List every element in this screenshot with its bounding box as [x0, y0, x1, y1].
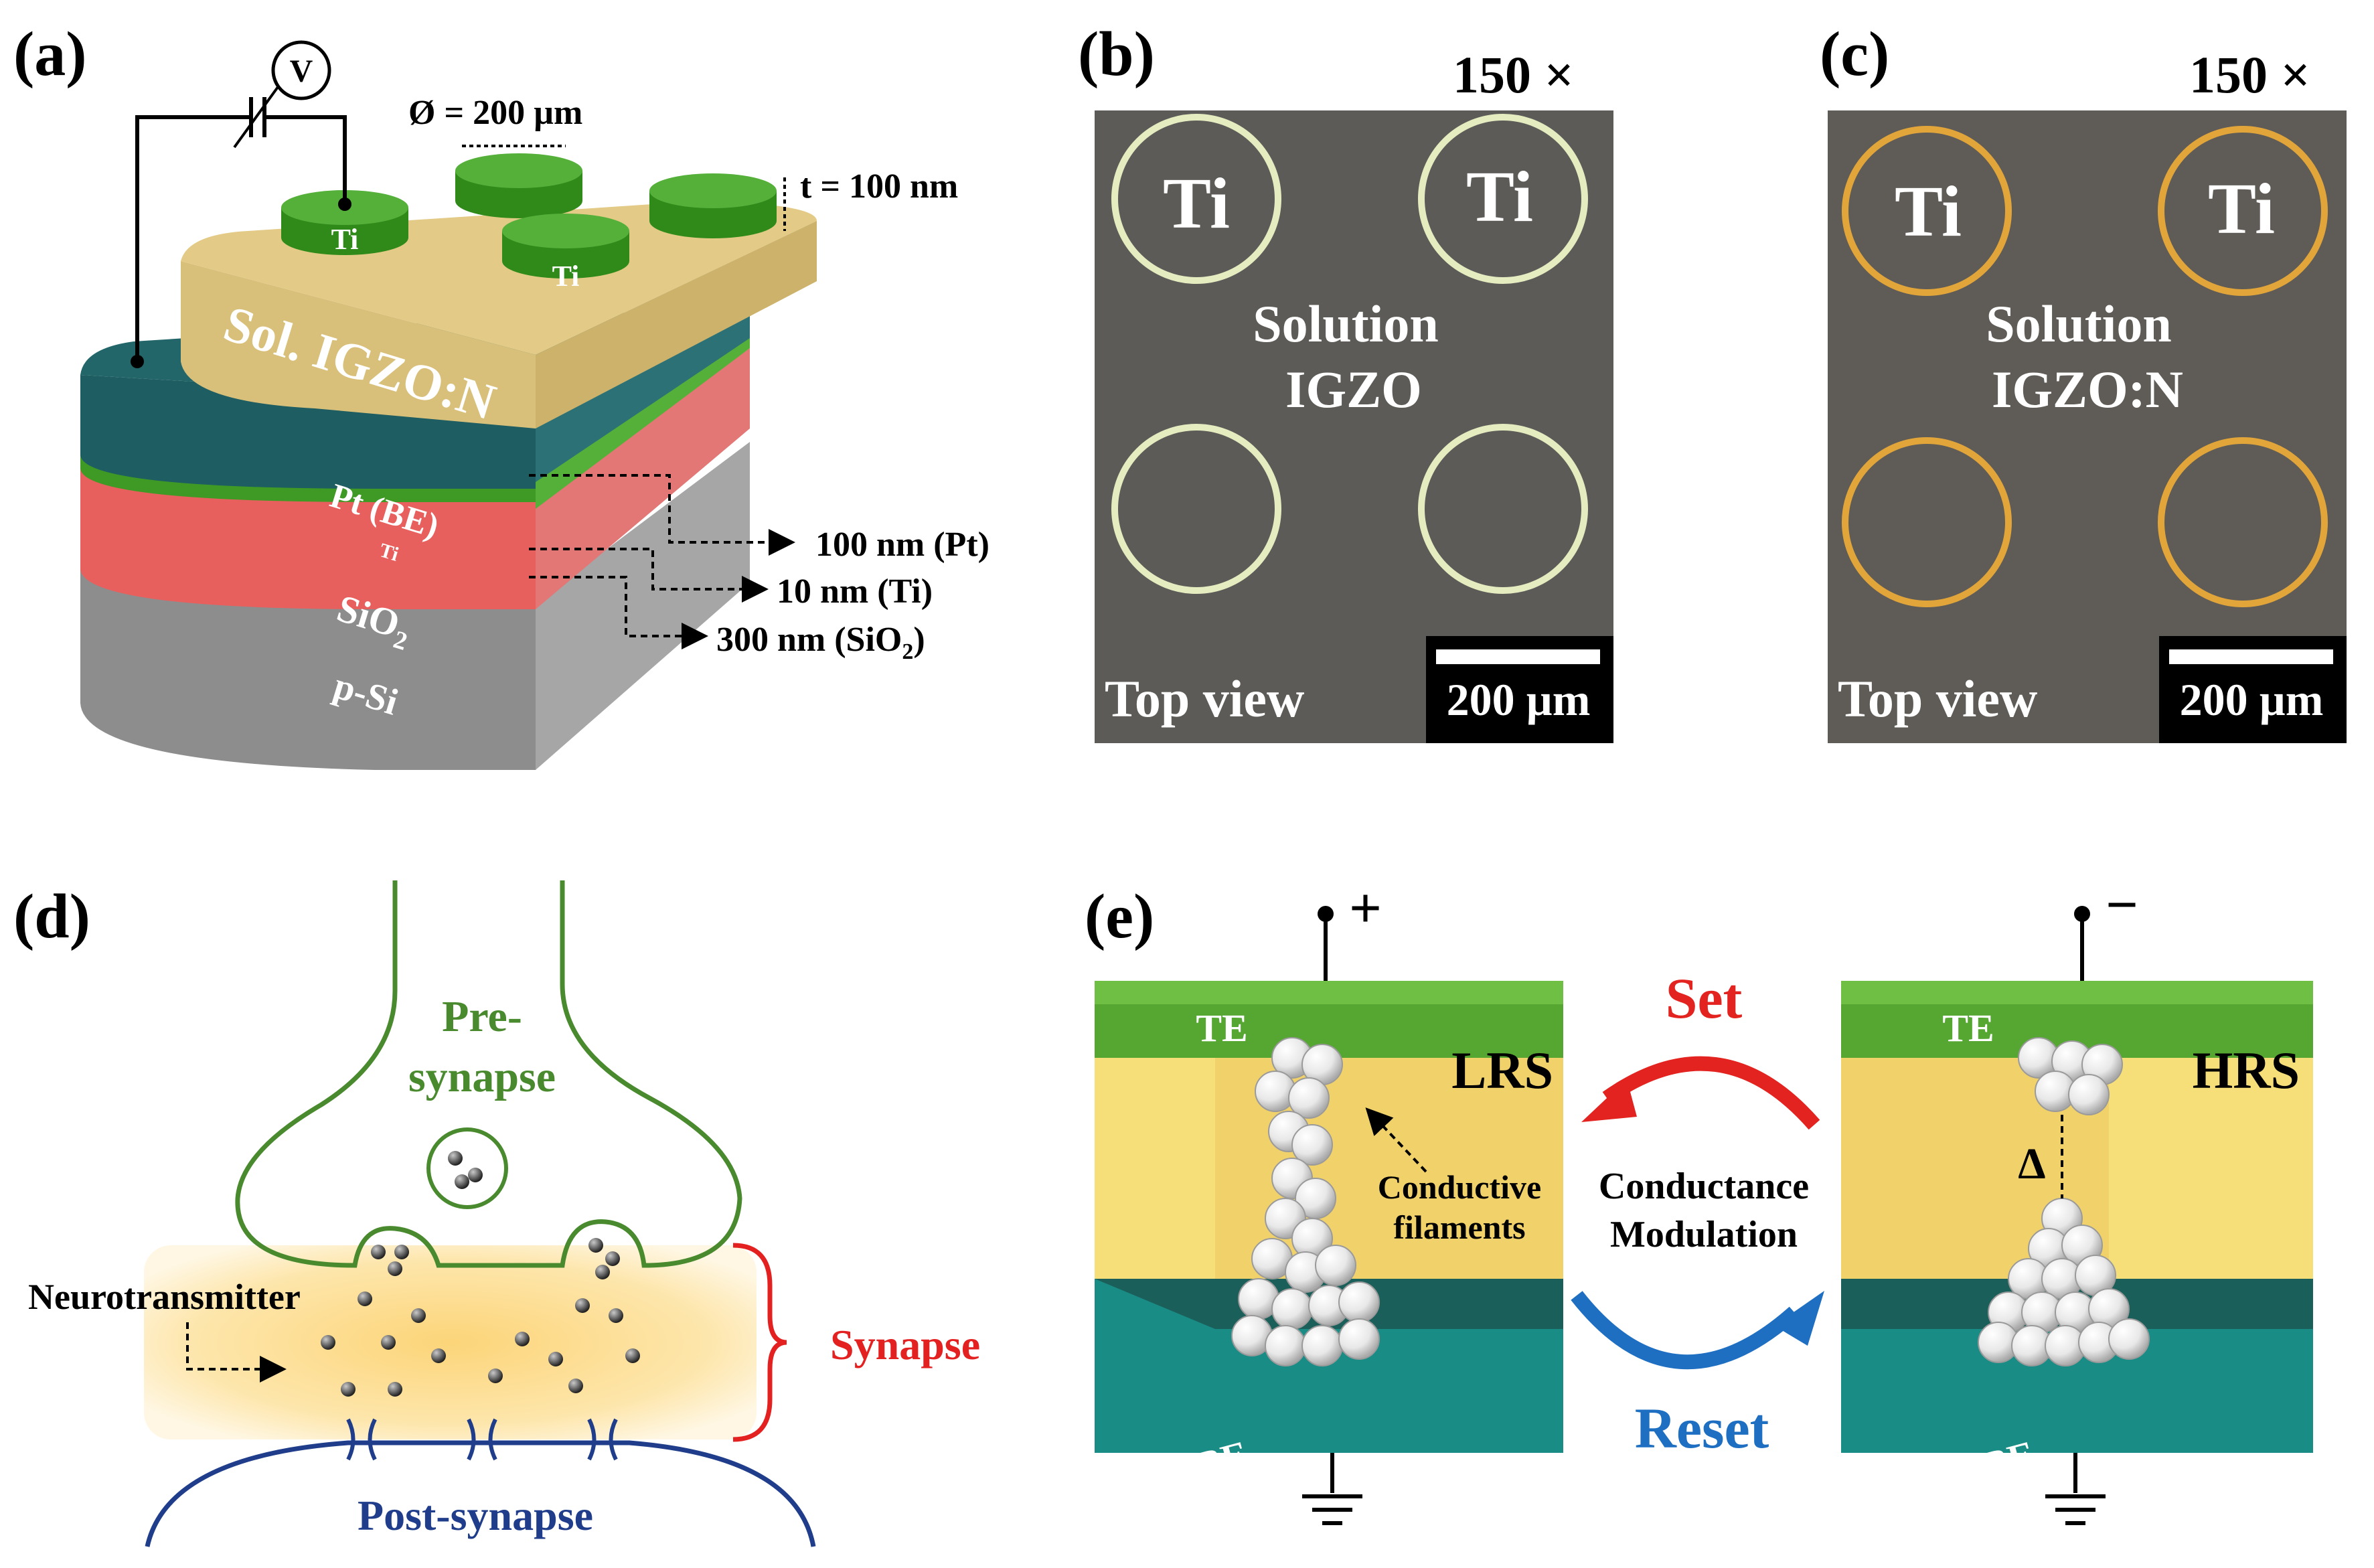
scale-label-c: 200 µm: [2180, 674, 2324, 725]
callout-ti: 10 nm (Ti): [777, 572, 933, 611]
electrode-ring: [2158, 126, 2328, 296]
measurement-circuit: [135, 40, 347, 362]
scalebar-c: [2169, 649, 2333, 664]
ti-label-c2: Ti: [2208, 169, 2275, 249]
lrs-label: LRS: [1451, 1041, 1553, 1099]
presynapse-outline: [235, 880, 742, 1268]
voltmeter-icon: [271, 40, 331, 100]
electrode-ring: [1418, 424, 1588, 594]
magnification-c: 150 ×: [2189, 46, 2310, 104]
material-label-c2: IGZO:N: [1992, 360, 2183, 418]
callout-pt: 100 nm (Pt): [815, 526, 990, 564]
svg-text:Ti: Ti: [331, 223, 359, 256]
thickness-label: t = 100 nm: [800, 167, 958, 206]
svg-text:Ti: Ti: [552, 260, 580, 293]
psi-layer: [80, 562, 536, 770]
gap-label: Δ: [2018, 1140, 2045, 1188]
ti-label-b2: Ti: [1466, 157, 1533, 237]
synaptic-vesicle: [426, 1127, 508, 1209]
plus-sign: +: [1349, 876, 1382, 940]
conductance-label-1: Conductance: [1599, 1166, 1809, 1207]
panel-b-label: (b): [1078, 19, 1155, 89]
panel-e-label: (e): [1085, 882, 1154, 951]
diameter-label: Ø = 200 µm: [408, 94, 582, 132]
ti-label-c1: Ti: [1895, 172, 1962, 252]
voltmeter-label: V: [290, 54, 313, 89]
electrode-ring: [2158, 437, 2328, 607]
thickness-callouts: [529, 474, 795, 649]
te-label-hrs: TE: [1942, 1006, 1994, 1050]
panel-a-label: (a): [13, 19, 87, 89]
ti-pad: [455, 153, 582, 218]
probe-contact: [338, 198, 351, 211]
filaments-label-1: Conductive: [1378, 1168, 1541, 1206]
scalebar-b: [1436, 649, 1600, 664]
electrode-rings-b: [1111, 114, 1588, 594]
neurotransmitter-label: Neurotransmitter: [28, 1277, 301, 1317]
electrode-ring: [1418, 114, 1588, 284]
presynapse-label-1: Pre-: [442, 992, 522, 1041]
neurotransmitter-arrow: [186, 1322, 287, 1383]
electrode-rings-c: [1842, 126, 2328, 607]
reset-arrow: [1571, 1291, 1800, 1370]
minus-sign: −: [2106, 872, 2138, 937]
ti-pad: [649, 173, 777, 238]
panel-d-label: (d): [13, 882, 90, 951]
material-label-c1: Solution: [1986, 295, 2171, 353]
set-label: Set: [1666, 966, 1743, 1030]
view-label-b: Top view: [1105, 670, 1304, 728]
postsynapse-label: Post-synapse: [358, 1492, 593, 1539]
electrode-ring: [1842, 437, 2012, 607]
ti-pads: Ti Ti: [281, 153, 777, 293]
electrode-ring: [1842, 126, 2012, 296]
hrs-cell: [1841, 906, 2313, 1525]
electrode-ring: [1111, 424, 1281, 594]
synaptic-cleft: [144, 1245, 757, 1439]
panel-c-label: (c): [1820, 19, 1889, 89]
hrs-label: HRS: [2193, 1041, 2300, 1099]
panel-d: (d) Pre- synapse Neurotransmitter Synaps…: [13, 880, 980, 1547]
layer-stack: [80, 201, 817, 770]
material-label-b1: Solution: [1253, 295, 1438, 353]
callout-sio2: 300 nm (SiO2): [716, 621, 925, 664]
neurotransmitters: [321, 1151, 640, 1397]
probe-contact: [131, 355, 144, 368]
filament-pointer: [1365, 1107, 1427, 1173]
igzo-layer: [181, 261, 536, 428]
panel-a: (a) Ti: [13, 19, 990, 770]
presynapse-label-2: synapse: [408, 1052, 556, 1101]
magnification-b: 150 ×: [1453, 46, 1574, 104]
ruptured-filament: [1978, 1037, 2150, 1366]
view-label-c: Top view: [1838, 670, 2037, 728]
ti-pad: Ti: [502, 214, 629, 293]
lrs-cell: [1095, 906, 1563, 1525]
panel-c: (c) 150 × Ti Ti Solution IGZO:N Top view…: [1820, 19, 2347, 743]
conductive-filament: [1231, 1037, 1380, 1366]
reset-label: Reset: [1635, 1396, 1769, 1460]
scale-label-b: 200 µm: [1447, 674, 1591, 725]
filaments-label-2: filaments: [1393, 1208, 1525, 1246]
synapse-label: Synapse: [830, 1321, 980, 1368]
receptors: [346, 1418, 618, 1461]
set-arrow: [1602, 1056, 1820, 1130]
electrode-ring: [1111, 114, 1281, 284]
panel-b: (b) 150 × Ti Ti Solution IGZO Top view 2…: [1078, 19, 1613, 743]
conductance-label-2: Modulation: [1610, 1214, 1798, 1255]
synapse-brace: [732, 1243, 787, 1442]
material-label-b2: IGZO: [1285, 360, 1422, 418]
ti-label-b1: Ti: [1163, 164, 1230, 244]
panel-e: (e) + TE BE: [1085, 872, 2313, 1525]
te-label-lrs: TE: [1196, 1006, 1247, 1050]
